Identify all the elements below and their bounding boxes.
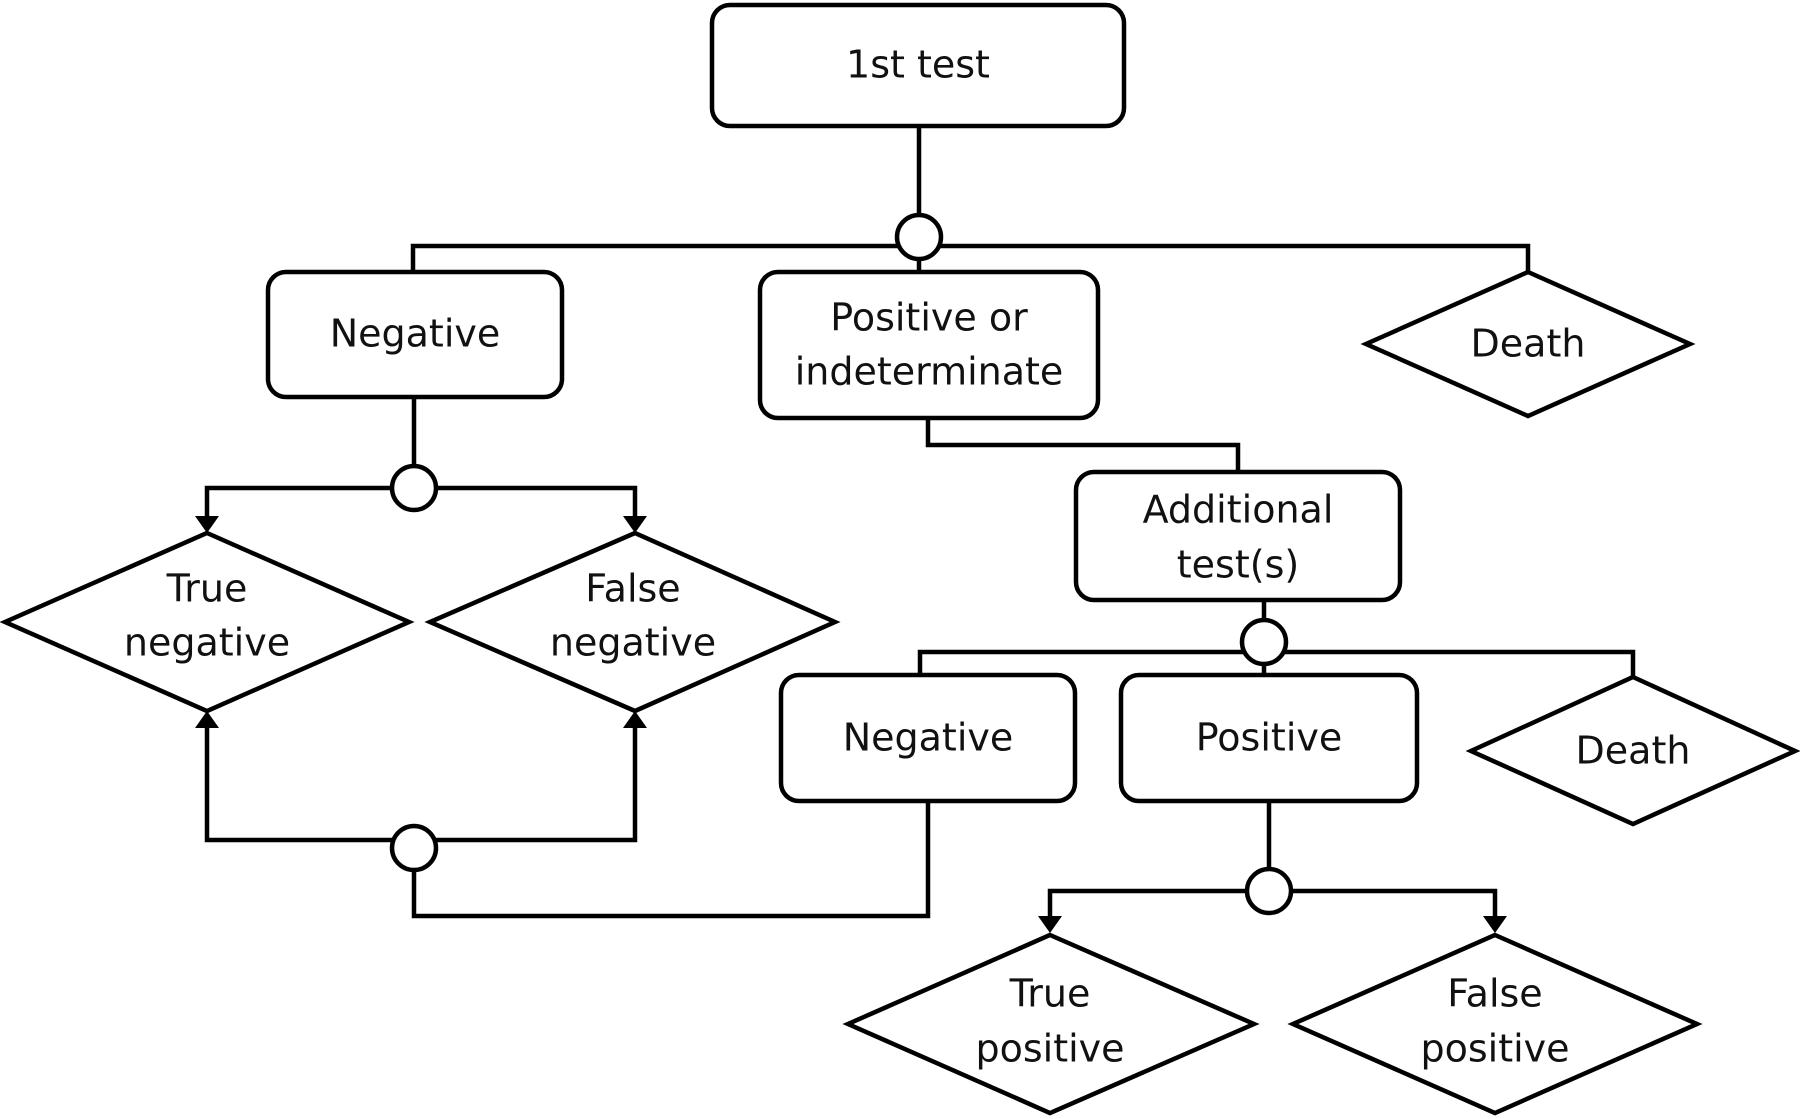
box-negative-1 bbox=[265, 269, 565, 400]
label-true-negative-line2: negative bbox=[124, 621, 290, 665]
connector-posindet-to-additional bbox=[925, 418, 1241, 472]
chance-node-loop bbox=[389, 823, 439, 873]
diamond-false-positive bbox=[1287, 932, 1703, 1116]
label-negative-1: Negative bbox=[330, 312, 501, 356]
diamond-true-negative bbox=[0, 530, 415, 714]
label-additional-line2: test(s) bbox=[1177, 543, 1299, 587]
label-true-positive-line2: positive bbox=[975, 1027, 1124, 1071]
arrow-down-false-negative bbox=[623, 516, 647, 533]
label-negative-2: Negative bbox=[843, 716, 1014, 760]
chance-node-additional bbox=[1239, 617, 1289, 667]
box-additional-tests bbox=[1073, 469, 1403, 603]
arrow-down-false-positive bbox=[1483, 916, 1507, 933]
label-positive-2: Positive bbox=[1196, 716, 1343, 760]
box-first-test bbox=[709, 2, 1127, 129]
arrow-up-false-negative bbox=[623, 711, 647, 728]
connector-loop-branch bbox=[204, 726, 638, 843]
diamond-false-negative bbox=[424, 530, 841, 714]
label-false-negative-line1: False bbox=[585, 567, 680, 611]
chance-node-positive bbox=[1244, 866, 1294, 916]
label-pos-indet-line2: indeterminate bbox=[795, 350, 1064, 394]
arrow-down-true-positive bbox=[1038, 916, 1062, 933]
label-true-positive-line1: True bbox=[1009, 972, 1091, 1016]
diamond-death-1 bbox=[1360, 269, 1696, 419]
label-pos-indet-line1: Positive or bbox=[830, 296, 1028, 340]
label-false-positive-line1: False bbox=[1447, 972, 1542, 1016]
connector-first-branch bbox=[410, 243, 1531, 272]
diamond-true-positive bbox=[842, 932, 1260, 1116]
chance-node-first-test bbox=[894, 212, 944, 262]
connector-negative2-loop bbox=[411, 801, 931, 919]
diamond-death-2 bbox=[1465, 674, 1800, 827]
label-additional-line1: Additional bbox=[1143, 488, 1334, 532]
label-false-negative-line2: negative bbox=[550, 621, 716, 665]
label-death-1: Death bbox=[1471, 322, 1586, 366]
arrow-up-true-negative bbox=[195, 711, 219, 728]
label-first-test: 1st test bbox=[846, 43, 990, 87]
label-true-negative-line1: True bbox=[166, 567, 248, 611]
box-positive-2 bbox=[1118, 672, 1420, 804]
arrow-down-true-negative bbox=[195, 516, 219, 533]
label-death-2: Death bbox=[1576, 729, 1691, 773]
box-negative-2 bbox=[778, 672, 1078, 804]
chance-node-negative bbox=[389, 463, 439, 513]
label-false-positive-line2: positive bbox=[1420, 1027, 1569, 1071]
box-positive-or-indeterminate bbox=[757, 269, 1101, 421]
